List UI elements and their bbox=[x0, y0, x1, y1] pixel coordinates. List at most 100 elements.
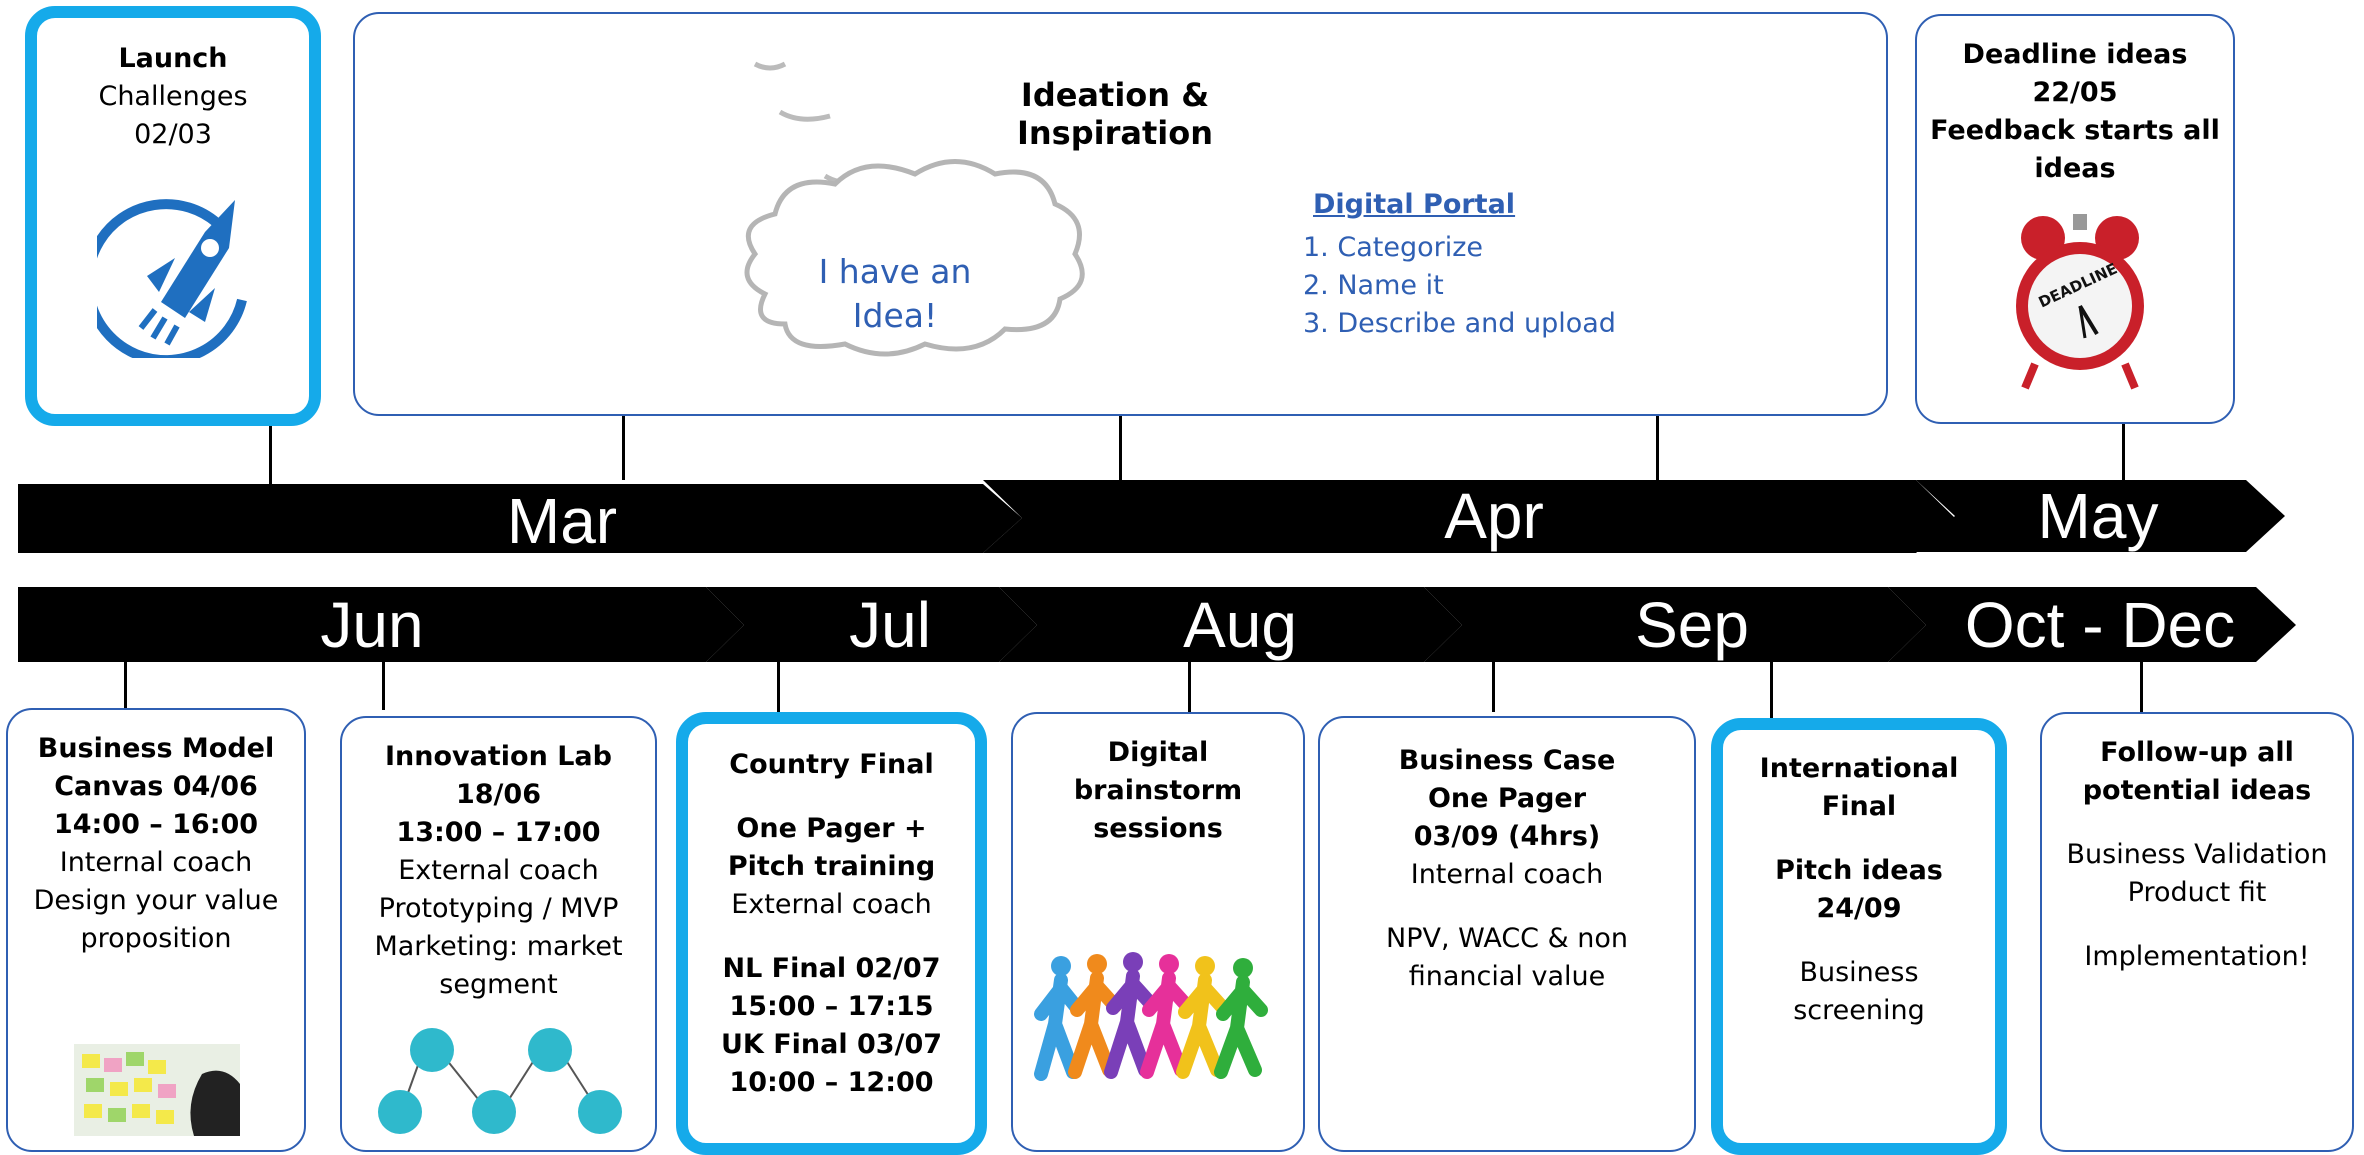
launch-box: Launch Challenges 02/03 bbox=[25, 6, 321, 426]
digital-line-2: brainstorm bbox=[1073, 775, 1243, 806]
month-sep: Sep bbox=[1635, 589, 1749, 661]
business-model-box: Business Model Canvas 04/06 14:00 – 16:0… bbox=[6, 708, 306, 1152]
country-title: Country Final bbox=[729, 749, 934, 780]
bcase-line-5: NPV, WACC & non bbox=[1386, 923, 1628, 954]
sticky-notes-photo bbox=[74, 1044, 240, 1136]
arrow-oct-dec bbox=[1888, 587, 2296, 662]
step-number: 1. bbox=[1303, 232, 1329, 263]
digital-brainstorm-box: Digital brainstorm sessions bbox=[1011, 712, 1305, 1152]
connector-tick bbox=[1770, 662, 1773, 718]
month-mar: Mar bbox=[506, 485, 618, 557]
lab-line-7: segment bbox=[439, 969, 558, 1000]
intl-line-5: Business bbox=[1799, 957, 1919, 988]
country-line-2: One Pager + bbox=[736, 813, 927, 844]
arrow-aug bbox=[999, 587, 1462, 662]
deadline-line-4: ideas bbox=[2034, 153, 2116, 184]
cloud-line-2: Idea! bbox=[852, 296, 938, 335]
deadline-line-3: Feedback starts all bbox=[1930, 115, 2220, 146]
runners-illustration bbox=[1034, 952, 1268, 1081]
intl-line-6: screening bbox=[1793, 995, 1925, 1026]
deadline-date: 22/05 bbox=[2032, 77, 2118, 108]
connector-tick bbox=[777, 662, 780, 712]
portal-steps: 1. Categorize 2. Name it 3. Describe and… bbox=[1303, 229, 1616, 343]
country-coach: External coach bbox=[731, 889, 932, 920]
follow-line-1: Follow-up all bbox=[2100, 737, 2294, 768]
month-aug: Aug bbox=[1183, 589, 1297, 661]
country-nl-final: NL Final 02/07 bbox=[722, 953, 941, 984]
intl-line-2: Final bbox=[1821, 791, 1897, 822]
portal-step: 1. Categorize bbox=[1303, 229, 1616, 267]
connector-tick bbox=[124, 662, 127, 712]
lab-line-5: Prototyping / MVP bbox=[378, 893, 619, 924]
digital-line-1: Digital bbox=[1107, 737, 1209, 768]
international-final-box: International Final Pitch ideas 24/09 Bu… bbox=[1711, 718, 2007, 1155]
connector-tick bbox=[2140, 662, 2143, 712]
step-number: 3. bbox=[1303, 308, 1329, 339]
month-oct-dec: Oct - Dec bbox=[1964, 589, 2236, 661]
launch-title: Launch bbox=[118, 43, 228, 74]
bcase-date: 03/09 (4hrs) bbox=[1413, 821, 1601, 852]
launch-date: 02/03 bbox=[134, 119, 212, 150]
bmc-coach: Internal coach bbox=[59, 847, 253, 878]
country-uk-time: 10:00 – 12:00 bbox=[729, 1067, 934, 1098]
month-jun: Jun bbox=[320, 589, 424, 661]
connector-tick bbox=[622, 416, 625, 480]
month-apr: Apr bbox=[1444, 480, 1544, 552]
connector-tick bbox=[269, 426, 272, 484]
arrow-apr bbox=[983, 480, 1955, 553]
intl-date: 24/09 bbox=[1816, 893, 1902, 924]
lab-date: 18/06 bbox=[455, 779, 541, 810]
deadline-line-1: Deadline ideas bbox=[1962, 39, 2188, 70]
cloud-text: I have an Idea! bbox=[755, 250, 1035, 338]
bcase-line-2: One Pager bbox=[1427, 783, 1587, 814]
bcase-line-6: financial value bbox=[1408, 961, 1606, 992]
arrow-jul bbox=[706, 587, 1037, 662]
arrow-mar bbox=[18, 484, 1022, 553]
rocket-icon bbox=[97, 199, 247, 358]
month-may: May bbox=[2037, 480, 2159, 552]
follow-line-4: Product fit bbox=[2127, 877, 2267, 908]
bmc-line-1: Business Model bbox=[37, 733, 275, 764]
step-label: Describe and upload bbox=[1337, 308, 1616, 339]
bmc-line-6: proposition bbox=[80, 923, 232, 954]
step-number: 2. bbox=[1303, 270, 1329, 301]
process-circles-icon bbox=[378, 1028, 622, 1134]
ideation-title: Ideation & Inspiration bbox=[1016, 76, 1213, 152]
cloud-icon bbox=[744, 61, 1085, 357]
portal-step: 3. Describe and upload bbox=[1303, 305, 1616, 343]
bcase-coach: Internal coach bbox=[1410, 859, 1604, 890]
connector-tick bbox=[382, 662, 385, 710]
country-uk-final: UK Final 03/07 bbox=[720, 1029, 943, 1060]
portal-step: 2. Name it bbox=[1303, 267, 1616, 305]
lab-line-1: Innovation Lab bbox=[385, 741, 612, 772]
ideation-box: Ideation & Inspiration I have an Idea! D… bbox=[353, 12, 1888, 416]
arrow-sep bbox=[1424, 587, 1926, 662]
step-label: Name it bbox=[1337, 270, 1444, 301]
follow-line-2: potential ideas bbox=[2082, 775, 2312, 806]
bmc-time: 14:00 – 16:00 bbox=[53, 809, 259, 840]
bcase-line-1: Business Case bbox=[1398, 745, 1616, 776]
connector-tick bbox=[1656, 416, 1659, 480]
country-line-3: Pitch training bbox=[727, 851, 936, 882]
arrow-may bbox=[1916, 480, 2285, 552]
intl-line-1: International bbox=[1759, 753, 1959, 784]
deadline-box: Deadline ideas 22/05 Feedback starts all… bbox=[1915, 14, 2235, 424]
month-jul: Jul bbox=[849, 589, 931, 661]
lab-time: 13:00 – 17:00 bbox=[396, 817, 601, 848]
intl-line-3: Pitch ideas bbox=[1775, 855, 1943, 886]
launch-subtitle: Challenges bbox=[98, 81, 248, 112]
country-final-box: Country Final One Pager + Pitch training… bbox=[676, 712, 987, 1155]
connector-tick bbox=[1188, 662, 1191, 714]
cloud-line-1: I have an bbox=[818, 252, 972, 291]
follow-line-5: Implementation! bbox=[2084, 941, 2310, 972]
step-label: Categorize bbox=[1337, 232, 1483, 263]
lab-line-6: Marketing: market bbox=[374, 931, 623, 962]
bmc-line-5: Design your value bbox=[33, 885, 279, 916]
alarm-clock-icon: DEADLINE bbox=[2016, 214, 2144, 390]
connector-tick bbox=[1492, 662, 1495, 712]
follow-line-3: Business Validation bbox=[2066, 839, 2328, 870]
country-nl-time: 15:00 – 17:15 bbox=[729, 991, 934, 1022]
connector-tick bbox=[2122, 424, 2125, 484]
arrow-jun bbox=[18, 587, 744, 662]
